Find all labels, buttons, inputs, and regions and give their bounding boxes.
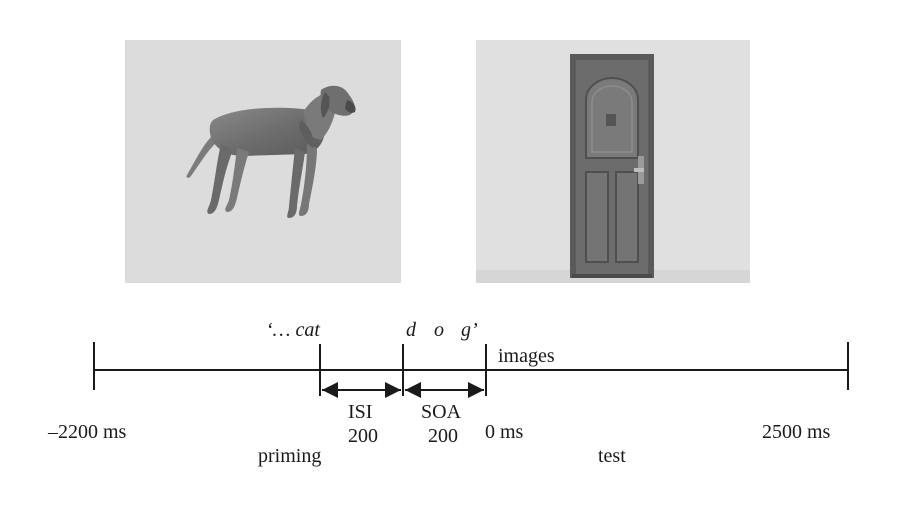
word-letter-d: d bbox=[406, 319, 416, 341]
soa-value: 200 bbox=[428, 425, 458, 447]
isi-value: 200 bbox=[348, 425, 378, 447]
door-image-panel bbox=[476, 40, 750, 283]
test-label: test bbox=[598, 445, 626, 467]
images-label: images bbox=[498, 345, 555, 367]
isi-label: ISI bbox=[348, 401, 373, 423]
word-letter-o: o bbox=[434, 319, 444, 341]
priming-label: priming bbox=[258, 445, 322, 467]
time-end-label: 2500 ms bbox=[762, 421, 831, 443]
dog-image-panel bbox=[125, 40, 401, 283]
door-icon bbox=[476, 40, 750, 283]
soa-label: SOA bbox=[421, 401, 462, 423]
word-letter-g: g’ bbox=[461, 319, 478, 341]
dog-icon bbox=[186, 85, 356, 218]
sentence-prefix: ‘… cat bbox=[266, 319, 320, 341]
time-start-label: –2200 ms bbox=[48, 421, 127, 443]
time-zero-label: 0 ms bbox=[485, 421, 524, 443]
